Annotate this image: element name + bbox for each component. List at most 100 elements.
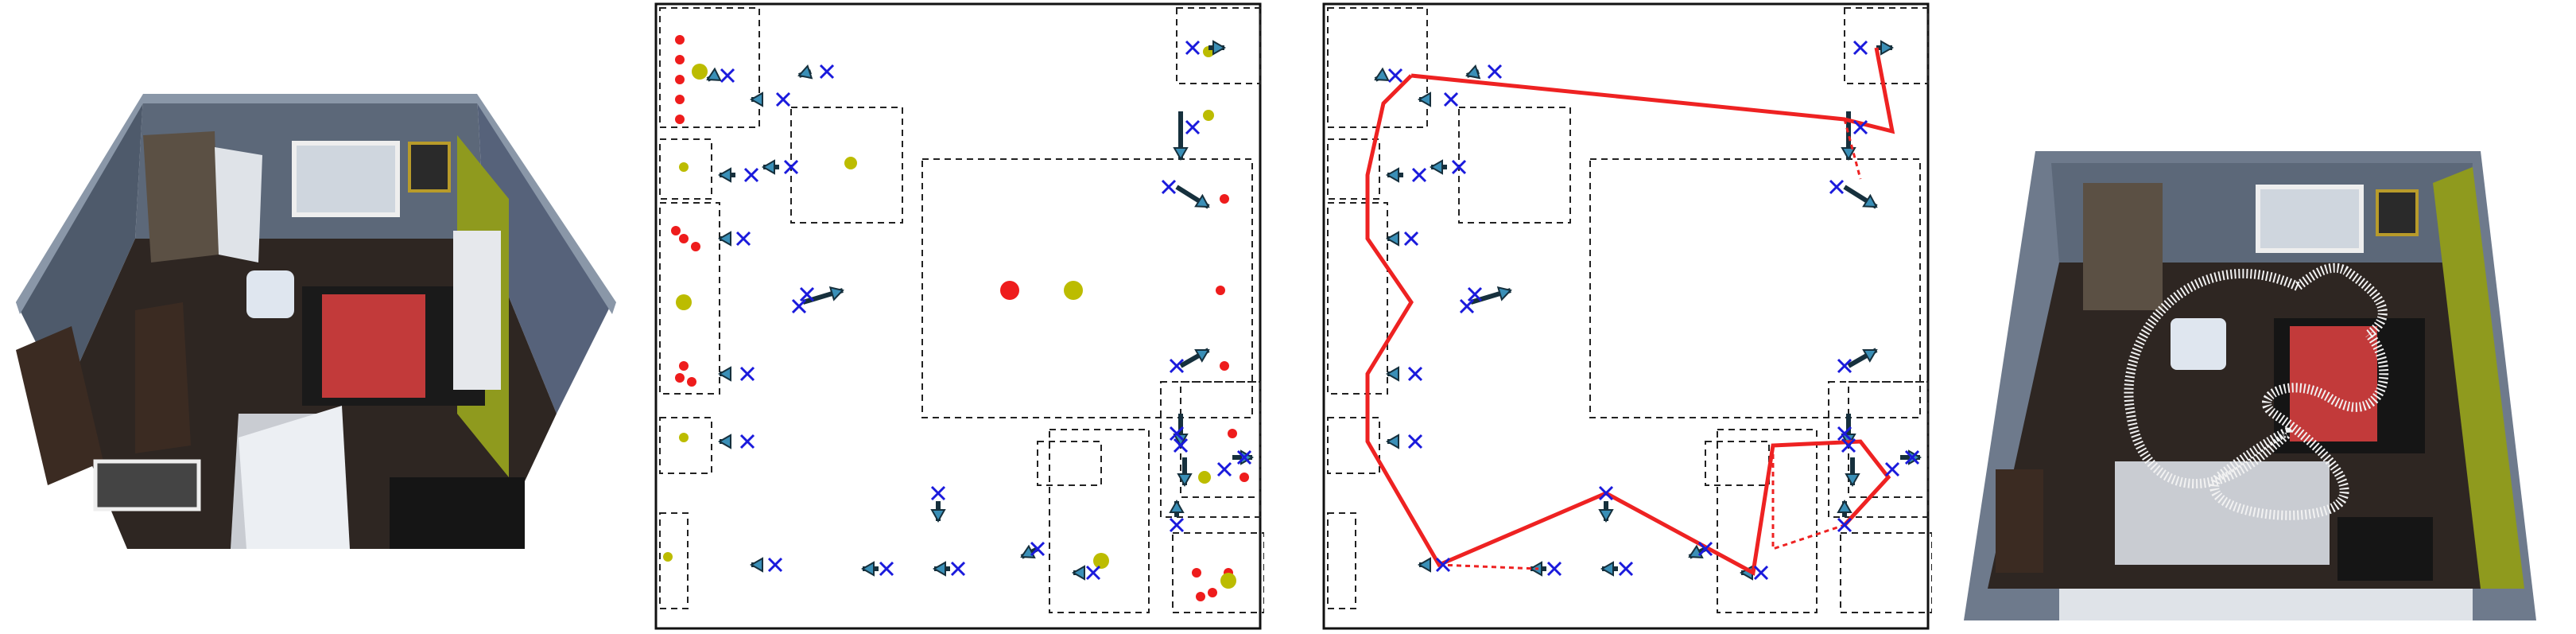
obstacle-box bbox=[1840, 532, 1932, 613]
obstacle-box bbox=[1327, 512, 1356, 609]
x-mark-stroke bbox=[1387, 68, 1403, 84]
obstacle-box bbox=[659, 202, 720, 395]
x-mark-stroke bbox=[743, 167, 759, 183]
direction-arrow-icon bbox=[1173, 434, 1189, 448]
viewpoint-x-mark-icon bbox=[1546, 561, 1562, 577]
direction-arrow-icon bbox=[749, 91, 763, 107]
x-mark-stroke bbox=[1407, 366, 1423, 382]
obstacle-box bbox=[659, 417, 712, 474]
anchor-dot bbox=[1203, 110, 1214, 121]
window bbox=[292, 141, 400, 217]
planned-path-top bbox=[1410, 47, 1895, 134]
target-dot bbox=[1216, 286, 1225, 295]
viewpoint-x-mark-icon bbox=[1618, 561, 1634, 577]
anchor-dot bbox=[1093, 553, 1109, 569]
x-mark-stroke bbox=[1451, 159, 1467, 175]
obstacle-box bbox=[1848, 381, 1929, 498]
panel-render-after bbox=[1956, 0, 2576, 634]
target-dot bbox=[1220, 194, 1229, 204]
obstacle-box bbox=[1327, 417, 1380, 474]
x-mark-stroke bbox=[1411, 167, 1427, 183]
wardrobe bbox=[2083, 183, 2163, 310]
x-mark-stroke bbox=[1435, 557, 1451, 573]
x-mark-stroke bbox=[767, 557, 783, 573]
room-render-before bbox=[16, 94, 616, 549]
obstacle-box bbox=[921, 158, 1253, 418]
anchor-dot bbox=[1198, 471, 1211, 484]
direction-arrow-icon bbox=[717, 434, 731, 449]
obstacle-box bbox=[1327, 138, 1380, 200]
anchor-dot bbox=[1064, 281, 1083, 300]
obstacle-box bbox=[1176, 7, 1261, 84]
camera-trajectory-tail bbox=[2295, 263, 2388, 338]
direction-arrow-icon bbox=[1862, 349, 1878, 363]
x-mark-stroke bbox=[1085, 565, 1101, 581]
direction-arrow-icon bbox=[1465, 64, 1481, 80]
rug bbox=[2115, 461, 2330, 565]
obstacle-box bbox=[1458, 107, 1571, 224]
x-mark-stroke bbox=[1841, 438, 1856, 453]
plan-border bbox=[654, 2, 1262, 630]
direction-arrow-icon bbox=[1173, 147, 1189, 161]
x-mark-stroke bbox=[1852, 119, 1868, 135]
anchor-dot bbox=[679, 433, 689, 442]
bed bbox=[2290, 326, 2377, 441]
viewpoint-x-mark-icon bbox=[735, 231, 751, 247]
camera-trajectory bbox=[2124, 268, 2389, 520]
viewpoint-x-mark-icon bbox=[767, 557, 783, 573]
x-mark-stroke bbox=[1030, 541, 1046, 557]
x-mark-stroke bbox=[1837, 426, 1852, 441]
viewpoint-x-mark-icon bbox=[1216, 461, 1232, 477]
x-mark-stroke bbox=[720, 68, 735, 84]
obstacle-box bbox=[1037, 441, 1102, 486]
chair bbox=[246, 270, 294, 318]
x-mark-stroke bbox=[739, 434, 755, 449]
viewpoint-x-mark-icon bbox=[1435, 557, 1451, 573]
viewpoint-x-mark-icon bbox=[783, 159, 799, 175]
viewpoint-x-mark-icon bbox=[1085, 565, 1101, 581]
direction-arrow-icon bbox=[1496, 286, 1512, 301]
viewpoint-x-mark-icon bbox=[1697, 541, 1713, 557]
x-mark-stroke bbox=[1884, 461, 1900, 477]
x-mark-stroke bbox=[735, 231, 751, 247]
wardrobe bbox=[143, 131, 219, 263]
direction-arrow-icon bbox=[1194, 349, 1210, 363]
direction-arrow-icon bbox=[1862, 193, 1878, 208]
target-dot bbox=[1196, 592, 1205, 601]
x-mark-stroke bbox=[783, 159, 799, 175]
direction-arrow-icon bbox=[717, 231, 731, 247]
viewpoint-x-mark-icon bbox=[1030, 541, 1046, 557]
obstacle-box bbox=[1844, 7, 1929, 84]
direction-arrow-icon bbox=[1177, 473, 1193, 488]
direction-arrow-icon bbox=[1598, 509, 1614, 523]
viewpoint-x-mark-icon bbox=[1411, 167, 1427, 183]
direction-arrow-icon bbox=[1385, 167, 1399, 183]
viewpoint-x-mark-icon bbox=[1487, 64, 1503, 80]
x-mark-stroke bbox=[1161, 179, 1177, 195]
obstacle-box bbox=[659, 512, 689, 609]
viewpoint-x-mark-icon bbox=[819, 64, 835, 80]
desk bbox=[135, 302, 191, 453]
viewpoint-x-mark-icon bbox=[1598, 485, 1614, 501]
x-mark-stroke bbox=[1904, 449, 1920, 465]
direction-arrow-icon bbox=[828, 286, 844, 301]
viewpoint-x-mark-icon bbox=[1753, 565, 1769, 581]
direction-arrow-icon bbox=[1417, 91, 1431, 107]
target-dot bbox=[675, 373, 685, 383]
viewpoint-x-mark-icon bbox=[1169, 358, 1185, 374]
wardrobe-door bbox=[215, 147, 262, 263]
target-dot bbox=[1208, 588, 1217, 597]
direction-arrow-icon bbox=[1841, 147, 1856, 161]
x-mark-stroke bbox=[930, 485, 946, 501]
viewpoint-x-mark-icon bbox=[1451, 159, 1467, 175]
picture-frame bbox=[408, 142, 451, 193]
x-mark-stroke bbox=[739, 366, 755, 382]
direction-arrow-icon bbox=[932, 561, 946, 577]
planned-path-dashed bbox=[1438, 563, 1539, 570]
window bbox=[2256, 185, 2364, 253]
viewpoint-x-mark-icon bbox=[799, 286, 815, 302]
viewpoint-x-mark-icon bbox=[1837, 358, 1852, 374]
obstacle-box bbox=[1327, 202, 1388, 395]
anchor-dot bbox=[679, 162, 689, 172]
